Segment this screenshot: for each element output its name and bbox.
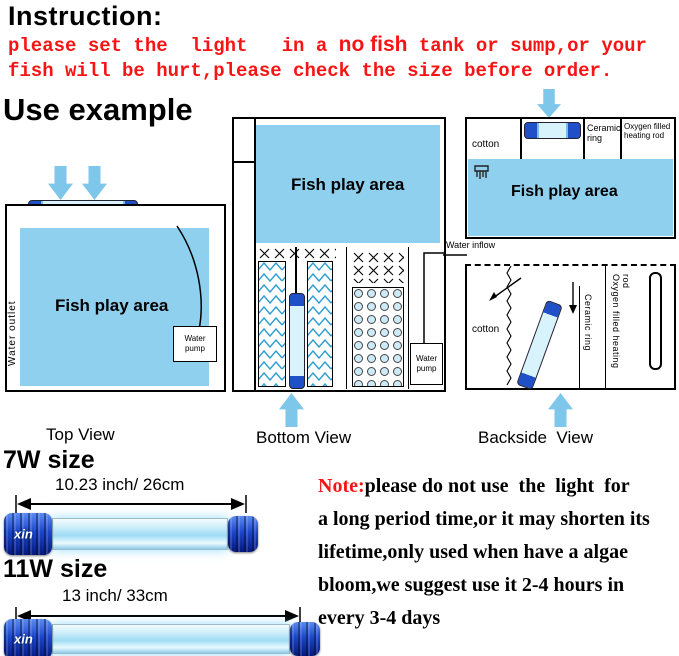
size-11w-measurement: 13 inch/ 33cm xyxy=(62,586,168,605)
compartment-divider xyxy=(579,286,580,388)
uv-lamp-backside-top xyxy=(524,122,581,139)
oxygen-rod-label: Oxygen filled heating rod xyxy=(611,274,631,369)
warning-line-1: please set the light in a no fish tank o… xyxy=(8,31,647,60)
lamp-wire xyxy=(295,247,297,293)
arrow-up-icon xyxy=(548,393,573,427)
warning-no-fish: no fish xyxy=(338,33,408,56)
lamp-tube xyxy=(52,623,290,655)
fish-play-area-label: Fish play area xyxy=(55,296,169,315)
top-view-caption: Top View xyxy=(46,425,115,444)
cotton-label: cotton xyxy=(472,139,500,150)
compartment-divider xyxy=(583,119,585,159)
water-pump-label: Water pump xyxy=(415,354,438,373)
overflow-weir-tick xyxy=(234,161,254,163)
note-block: Note:please do not use the light for a l… xyxy=(318,470,676,635)
note-line: every 3-4 days xyxy=(318,607,441,629)
backside-bottom-box: cotton Ceramic ring Oxygen filled heatin… xyxy=(465,264,676,391)
filter-media-zigzag xyxy=(307,261,333,387)
inflow-pipe-line xyxy=(443,254,467,256)
water-outlet-label: Water outlet xyxy=(7,300,18,366)
water-inflow-label: Water inflow xyxy=(446,240,496,250)
compartment-divider xyxy=(520,119,522,159)
uv-lamp-11w-photo: xin xyxy=(4,619,320,656)
arrow-up-icon xyxy=(279,393,304,427)
warning-line-2: fish will be hurt,please check the size … xyxy=(8,60,613,82)
bottom-view-water xyxy=(256,125,440,243)
pump-hose-line xyxy=(176,225,202,331)
lamp-cap xyxy=(290,621,320,656)
brand-label: xin xyxy=(14,526,33,542)
top-view-tank: Water outlet Water pump Fish play area xyxy=(5,204,226,392)
filter-media-zigzag xyxy=(258,261,286,387)
note-text: please do not use the light for xyxy=(364,475,630,497)
uv-lamp-7w-photo: xin xyxy=(4,513,258,555)
fish-play-area-label: Fish play area xyxy=(511,183,618,200)
note-label: Note: xyxy=(318,475,365,497)
note-line: lifetime,only used when have a algae xyxy=(318,541,628,563)
note-line: a long period time,or it may shorten its xyxy=(318,508,650,530)
warning-text-post: tank or sump,or your xyxy=(407,35,647,57)
measurement-arrow xyxy=(15,495,247,513)
x-marks xyxy=(352,251,404,283)
lamp-cap: xin xyxy=(4,619,52,656)
oxygen-rod-label: Oxygen filled heating rod xyxy=(624,122,671,141)
x-marks xyxy=(258,247,336,261)
compartment-divider xyxy=(620,119,622,159)
size-7w-title: 7W size xyxy=(3,446,95,474)
size-11w-title: 11W size xyxy=(3,555,108,583)
bottom-view-caption: Bottom View xyxy=(256,428,352,447)
size-7w-measurement: 10.23 inch/ 26cm xyxy=(55,475,185,494)
ceramic-ring-label: Ceramic ring xyxy=(587,123,621,144)
uv-lamp-bottom-view xyxy=(289,293,305,389)
note-line: Note:please do not use the light for xyxy=(318,470,676,503)
arrow-down-icon xyxy=(537,89,561,118)
warning-text-pre: please set the light in a xyxy=(8,35,339,57)
fish-play-area-label: Fish play area xyxy=(291,175,405,194)
lamp-cap: xin xyxy=(4,513,52,555)
compartment-divider xyxy=(408,247,409,389)
inflow-fitting-icon xyxy=(474,165,489,179)
bio-ball-media xyxy=(352,287,404,387)
water-pump-label: Water pump xyxy=(184,334,206,353)
ceramic-ring-label: Ceramic ring xyxy=(583,294,593,352)
use-example-title: Use example xyxy=(3,92,193,127)
flow-arrow xyxy=(489,277,522,301)
note-line: bloom,we suggest use it 2-4 hours in xyxy=(318,574,625,596)
brand-label: xin xyxy=(14,631,33,647)
bottom-view-tank: Fish play area Water pump xyxy=(232,117,446,392)
water-pump-box: Water pump xyxy=(173,326,217,362)
lamp-cap xyxy=(228,515,258,553)
water-pump-box: Water pump xyxy=(410,343,443,385)
pump-outflow-pipe xyxy=(423,252,446,343)
backside-view-caption: Backside View xyxy=(478,428,593,447)
cotton-filter-zigzag xyxy=(506,266,512,386)
backside-top-tank: cotton Ceramic ring Oxygen filled heatin… xyxy=(465,117,676,239)
flow-arrow xyxy=(569,282,577,314)
cotton-label: cotton xyxy=(472,324,500,335)
compartment-divider xyxy=(605,266,606,388)
overflow-weir-line xyxy=(254,119,256,390)
arrow-down-icon xyxy=(82,166,107,200)
lamp-tube xyxy=(52,517,228,551)
backside-water xyxy=(468,159,673,236)
page-title: Instruction: xyxy=(8,1,163,31)
arrow-down-icon xyxy=(48,166,73,200)
compartment-divider xyxy=(346,247,347,389)
uv-lamp-backside xyxy=(516,299,563,391)
heating-rod xyxy=(649,272,662,370)
